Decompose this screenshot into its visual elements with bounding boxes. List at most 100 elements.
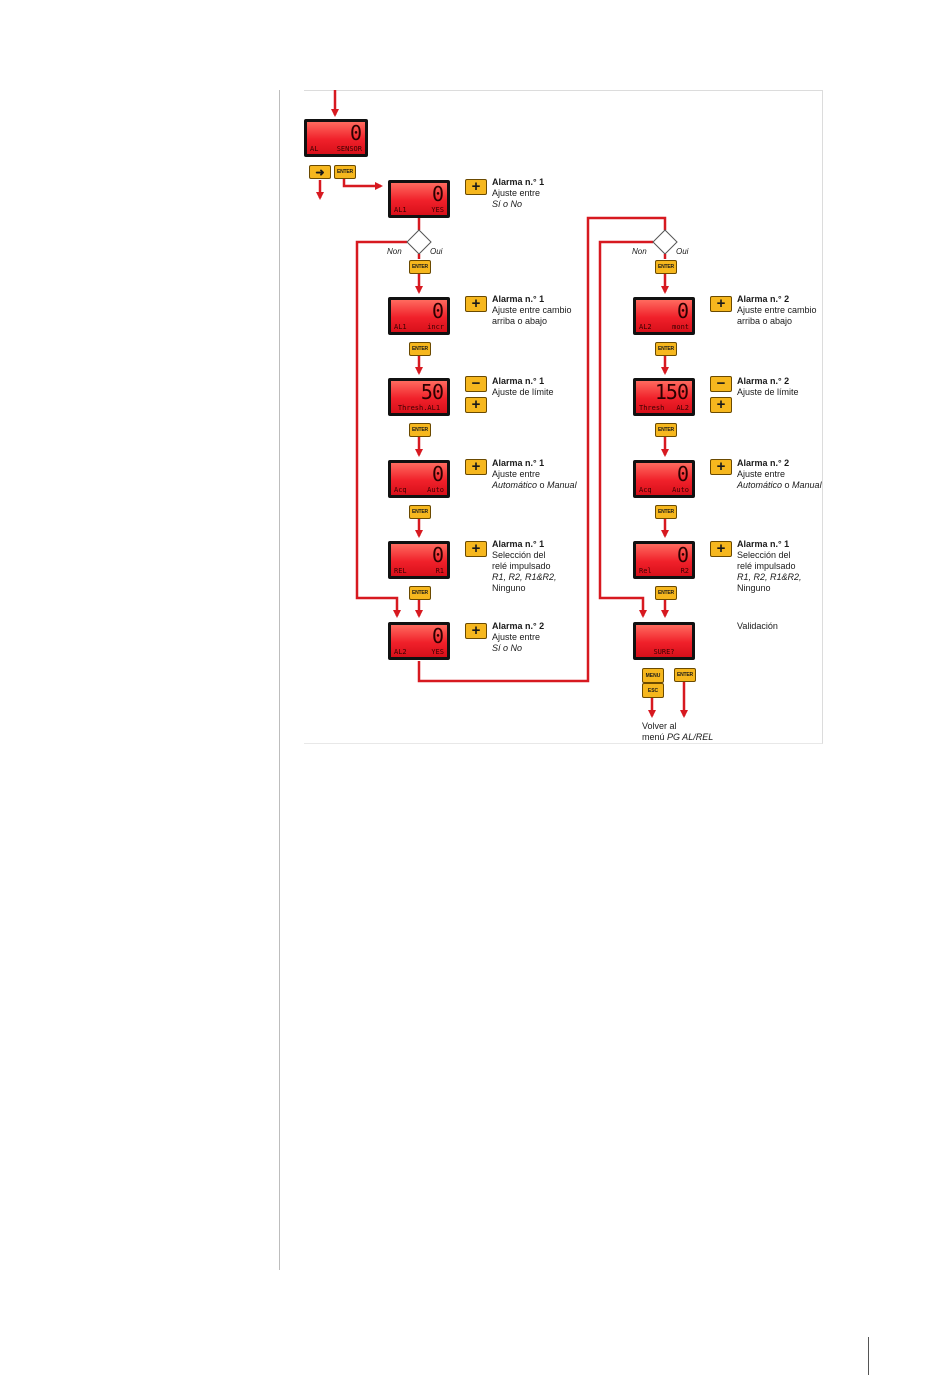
note-line: Sí o No xyxy=(492,643,523,653)
plus-key-9[interactable]: + xyxy=(710,459,732,475)
display-label-right: AL2 xyxy=(676,404,689,412)
branch-label-oui-2: Oui xyxy=(676,247,689,256)
note-title: Alarma n.° 1 xyxy=(492,539,545,549)
plus-key-8[interactable]: + xyxy=(710,397,732,413)
note-line: Ajuste de límite xyxy=(492,387,554,397)
display-value: 0 xyxy=(431,462,444,486)
note-line: Ajuste entre xyxy=(492,188,541,198)
display-value: 0 xyxy=(349,121,362,145)
display-value: 0 xyxy=(431,624,444,648)
enter-key-sensor[interactable]: ENTER xyxy=(334,165,356,179)
enter-key-acq-1[interactable]: ENTER xyxy=(409,505,431,519)
connector-to-al1 xyxy=(342,177,383,190)
menu-key[interactable]: MENU xyxy=(642,668,664,683)
plus-key-1[interactable]: + xyxy=(465,179,487,195)
note-line: Ninguno xyxy=(492,583,526,593)
enter-key-rel-r1[interactable]: ENTER xyxy=(409,586,431,600)
note-title: Alarma n.° 1 xyxy=(492,177,545,187)
connector-non-branch-2 xyxy=(598,240,653,618)
display-label-left: AL2 xyxy=(394,648,407,656)
enter-key-acq-2[interactable]: ENTER xyxy=(655,505,677,519)
note-al2-threshold: Alarma n.° 2 Ajuste de límite xyxy=(737,376,799,398)
note-line: Ajuste entre cambio xyxy=(737,305,817,315)
note-title: Alarma n.° 2 xyxy=(737,376,790,386)
display-value: 0 xyxy=(676,462,689,486)
note-line-joiner: o xyxy=(782,480,793,490)
return-line-2-prefix: menú xyxy=(642,732,668,742)
display-thresh-al2: 150 Thresh AL2 xyxy=(633,378,695,416)
note-line: Ajuste entre cambio xyxy=(492,305,572,315)
esc-key[interactable]: ESC xyxy=(642,683,664,698)
note-line-italic: Manual xyxy=(792,480,822,490)
plus-key-2[interactable]: + xyxy=(465,296,487,312)
page-corner-mark xyxy=(868,1337,869,1375)
return-line-2-menu: PG AL/REL xyxy=(667,732,714,742)
note-line: Selección del xyxy=(737,550,791,560)
display-label-left: Thresh xyxy=(639,404,665,412)
plus-key-4[interactable]: + xyxy=(465,459,487,475)
note-line: Automático o Manual xyxy=(492,480,577,491)
display-label-left: AL2 xyxy=(639,323,652,331)
note-al2-direction: Alarma n.° 2 Ajuste entre cambio arriba … xyxy=(737,294,817,327)
enter-key-al2-mont[interactable]: ENTER xyxy=(655,342,677,356)
display-al2-yes: 0 AL2 YES xyxy=(388,622,450,660)
display-label-right: R2 xyxy=(680,567,689,575)
enter-key-rel-r2[interactable]: ENTER xyxy=(655,586,677,600)
display-label-left: SURE? xyxy=(653,648,675,656)
plus-key-10[interactable]: + xyxy=(710,541,732,557)
display-label-right: incr xyxy=(427,323,444,331)
right-arrow-key[interactable]: ➜ xyxy=(309,165,331,179)
connector-al2-diamond xyxy=(417,216,667,683)
plus-key-7[interactable]: + xyxy=(710,296,732,312)
branch-label-oui-1: Oui xyxy=(430,247,443,256)
enter-key-diamond-2[interactable]: ENTER xyxy=(655,260,677,274)
display-value: 150 xyxy=(654,380,689,404)
note-al1-acq: Alarma n.° 1 Ajuste entre Automático o M… xyxy=(492,458,577,491)
note-line: arriba o abajo xyxy=(492,316,548,326)
note-line: arriba o abajo xyxy=(737,316,793,326)
note-title: Alarma n.° 2 xyxy=(737,458,790,468)
display-value: 0 xyxy=(431,182,444,206)
enter-key-sure[interactable]: ENTER xyxy=(674,668,696,682)
display-label-left: AL1 xyxy=(394,206,407,214)
note-line-italic: Manual xyxy=(547,480,577,490)
note-title: Alarma n.° 2 xyxy=(492,621,545,631)
minus-key-2[interactable]: − xyxy=(710,376,732,392)
note-line: Ninguno xyxy=(737,583,771,593)
return-line-1: Volver al xyxy=(642,721,677,731)
note-al2-acq: Alarma n.° 2 Ajuste entre Automático o M… xyxy=(737,458,822,491)
note-title: Alarma n.° 1 xyxy=(737,539,790,549)
enter-key-al1-incr[interactable]: ENTER xyxy=(409,342,431,356)
note-validation: Validación xyxy=(737,621,778,632)
plus-key-6[interactable]: + xyxy=(465,623,487,639)
display-label-left: REL xyxy=(394,567,407,575)
note-title: Alarma n.° 1 xyxy=(492,294,545,304)
plus-key-5[interactable]: + xyxy=(465,541,487,557)
display-value: 0 xyxy=(676,543,689,567)
note-title: Alarma n.° 2 xyxy=(737,294,790,304)
display-thresh-al1: 50 Thresh.AL1 xyxy=(388,378,450,416)
enter-key-thresh-al2[interactable]: ENTER xyxy=(655,423,677,437)
display-label-right: YES xyxy=(431,648,444,656)
decision-diamond-1 xyxy=(406,229,432,255)
display-value: 0 xyxy=(676,299,689,323)
note-line: Ajuste de límite xyxy=(737,387,799,397)
note-al2-relay: Alarma n.° 1 Selección del relé impulsad… xyxy=(737,539,802,594)
display-label-right: Auto xyxy=(427,486,444,494)
minus-key-1[interactable]: − xyxy=(465,376,487,392)
note-line-italic: Automático xyxy=(492,480,538,490)
note-line: Ajuste entre xyxy=(737,469,786,479)
enter-key-diamond-1[interactable]: ENTER xyxy=(409,260,431,274)
connector-non-branch-1 xyxy=(355,240,407,618)
note-line-italic: Automático xyxy=(737,480,783,490)
enter-key-thresh-al1[interactable]: ENTER xyxy=(409,423,431,437)
note-line: R1, R2, R1&R2, xyxy=(737,572,802,582)
display-label-left: Rel xyxy=(639,567,652,575)
plus-key-3[interactable]: + xyxy=(465,397,487,413)
